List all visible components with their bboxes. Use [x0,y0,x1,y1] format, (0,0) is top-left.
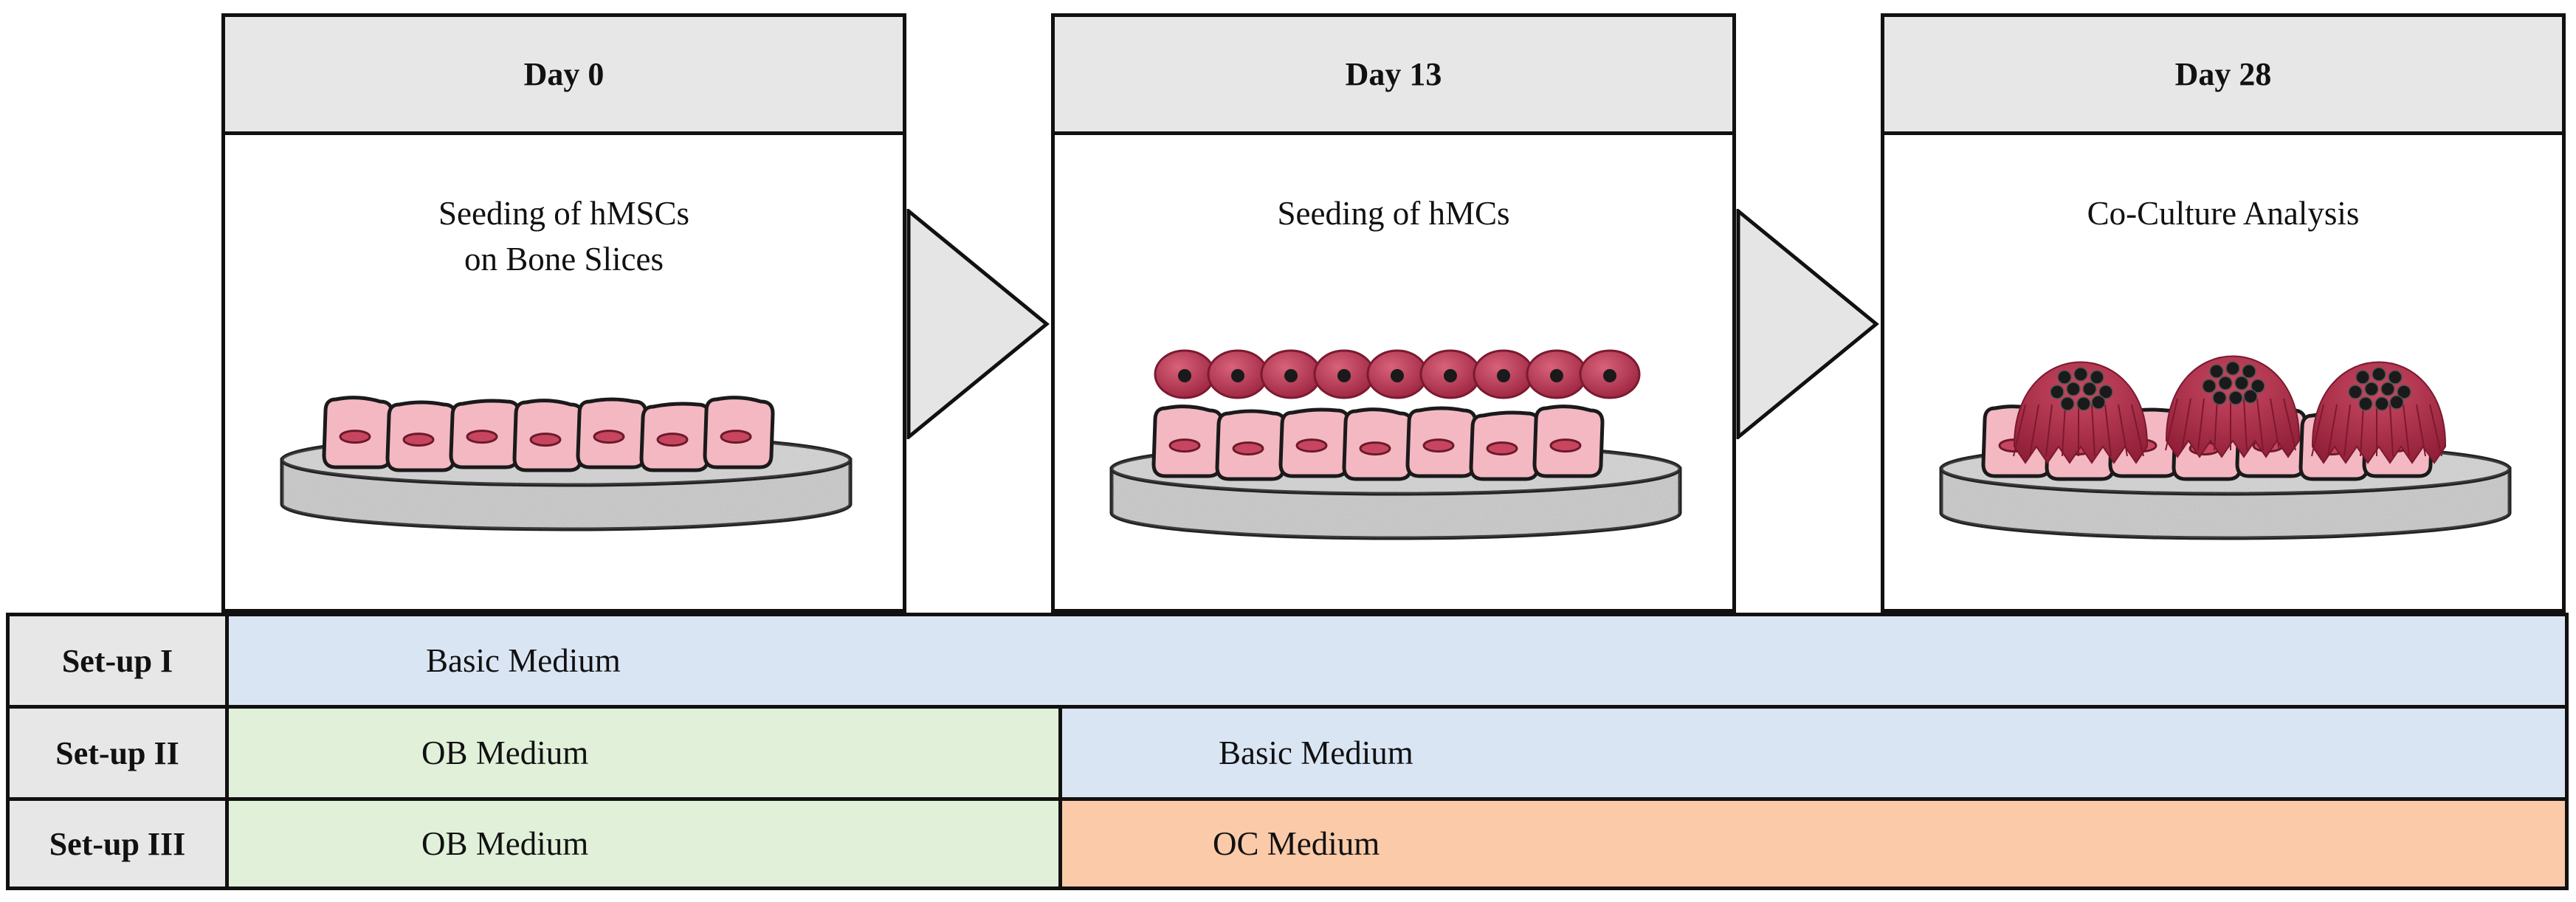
msc-nucleus [466,430,498,444]
day-28-panel: Day 28 Co-Culture Analysis [1881,13,2566,613]
msc-nucleus [1422,438,1455,453]
medium-label: OB Medium [421,734,589,771]
osteoclast-nucleus [2374,396,2389,411]
macrophage-nucleus [1603,369,1616,382]
setup-label-2: Set-up II [10,709,229,797]
panel-caption-day-28: Co-Culture Analysis [2087,195,2360,232]
msc-on-bone-illustration [280,396,853,531]
medium-segment-basic: Basic Medium [229,616,2565,705]
osteoclast-nucleus [2250,379,2265,393]
panel-caption-day-0: Seeding of hMSCs on Bone Slices [438,195,690,278]
macrophage-nucleus [1337,369,1351,382]
osteoclast-nucleus [2380,382,2395,396]
macrophage-nucleus [1284,369,1298,382]
osteoclast-nucleus [2076,396,2091,411]
osteoclast-nucleus [2397,385,2411,399]
msc-layer [322,396,775,472]
macrophage-nucleus [1550,369,1563,382]
panel-title-day-28: Day 28 [1884,17,2562,135]
medium-label: OC Medium [1213,825,1380,862]
osteoclast-nucleus [2234,376,2249,390]
macrophage-layer [1154,349,1641,399]
osteoclast-nucleus [2057,370,2072,385]
medium-segment-basic: Basic Medium [1062,709,2565,797]
osteoclast-nucleus [2202,379,2217,393]
setup-label-3: Set-up III [10,801,229,886]
osteoclast-nucleus [2082,382,2097,396]
medium-segment-ob: OB Medium [229,801,1062,886]
osteoclast-nucleus [2364,382,2379,396]
setup-row-3: Set-up III OB Medium OC Medium [6,797,2569,890]
osteoclast-nucleus [2073,367,2088,382]
medium-label: Basic Medium [1219,734,1413,771]
macrophage-nucleus [1444,369,1457,382]
osteoclast-nucleus [2098,385,2113,399]
co-culture-illustration [1939,355,2512,540]
msc-nucleus [1232,441,1264,456]
hmc-seeding-illustration [1109,349,1682,540]
osteoclast-nucleus [2228,390,2243,405]
timeline-arrow-1 [906,209,1050,439]
osteoclast-nucleus [2242,364,2256,379]
osteoclast-nucleus [2348,385,2363,399]
osteoclast-nucleus [2389,395,2404,410]
osteoclast-layer [2013,355,2446,464]
msc-nucleus [339,430,371,444]
medium-label: Basic Medium [426,642,621,679]
msc-nucleus [1295,438,1328,453]
osteoclast-nucleus [2225,361,2240,376]
msc-nucleus [1549,438,1582,453]
osteoclast-nucleus [2355,370,2370,385]
macrophage-nucleus [1178,369,1191,382]
osteoclast-nucleus [2372,367,2386,382]
osteoclast-nucleus [2212,390,2227,405]
msc-nucleus [1359,441,1391,456]
medium-label: OB Medium [421,825,589,862]
macrophage-nucleus [1497,369,1510,382]
osteoclast-nucleus [2388,370,2403,385]
msc-nucleus [656,433,689,447]
setup-row-2: Set-up II OB Medium Basic Medium [6,705,2569,801]
panel-caption-day-13: Seeding of hMCs [1277,195,1510,232]
osteoclast-nucleus [2243,389,2258,404]
msc-nucleus [1486,441,1518,456]
setup-label-1: Set-up I [10,616,229,705]
msc-nucleus [1168,438,1201,453]
osteoclast-nucleus [2060,396,2075,411]
panel-title-day-0: Day 0 [225,17,903,135]
panel-title-day-13: Day 13 [1055,17,1732,135]
setup-row-1: Set-up I Basic Medium [6,613,2569,709]
macrophage-nucleus [1391,369,1404,382]
msc-nucleus [593,430,625,444]
msc-nucleus [529,433,562,447]
msc-nucleus [402,433,435,447]
medium-segment-ob: OB Medium [229,709,1062,797]
timeline-arrow-2 [1736,209,1879,439]
osteoclast-nucleus [2050,385,2064,399]
day-13-panel: Day 13 Seeding of hMCs [1051,13,1736,613]
osteoclast-nucleus [2091,395,2106,410]
osteoclast-nucleus [2218,376,2233,390]
macrophage-nucleus [1231,369,1244,382]
msc-nucleus [720,430,752,444]
osteoclast-nucleus [2209,364,2224,379]
osteoclast-nucleus [2066,382,2081,396]
msc-layer [1151,404,1605,481]
osteoclast-nucleus [2090,370,2104,385]
day-0-panel: Day 0 Seeding of hMSCs on Bone Slices [221,13,906,613]
medium-segment-oc: OC Medium [1062,801,2565,886]
osteoclast-nucleus [2358,396,2373,411]
